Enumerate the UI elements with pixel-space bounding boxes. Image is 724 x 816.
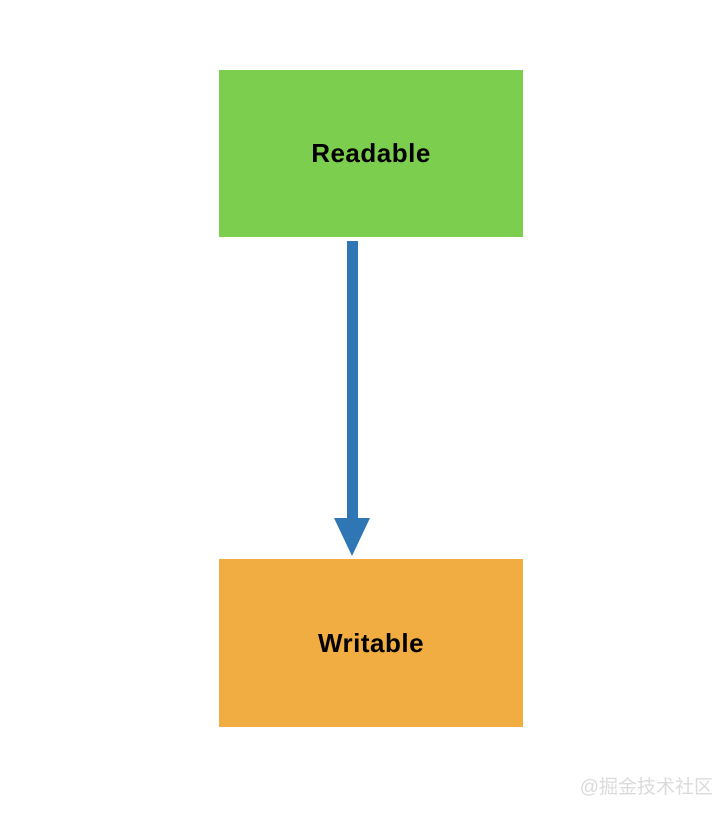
- node-writable-label: Writable: [317, 627, 425, 658]
- node-readable-label: Readable: [311, 138, 431, 168]
- node-writable: Writable: [219, 559, 523, 727]
- node-readable: Readable: [219, 70, 523, 237]
- arrow-shaft: [347, 241, 358, 518]
- watermark: @掘金技术社区: [579, 777, 713, 798]
- arrow-down-icon: [334, 518, 370, 556]
